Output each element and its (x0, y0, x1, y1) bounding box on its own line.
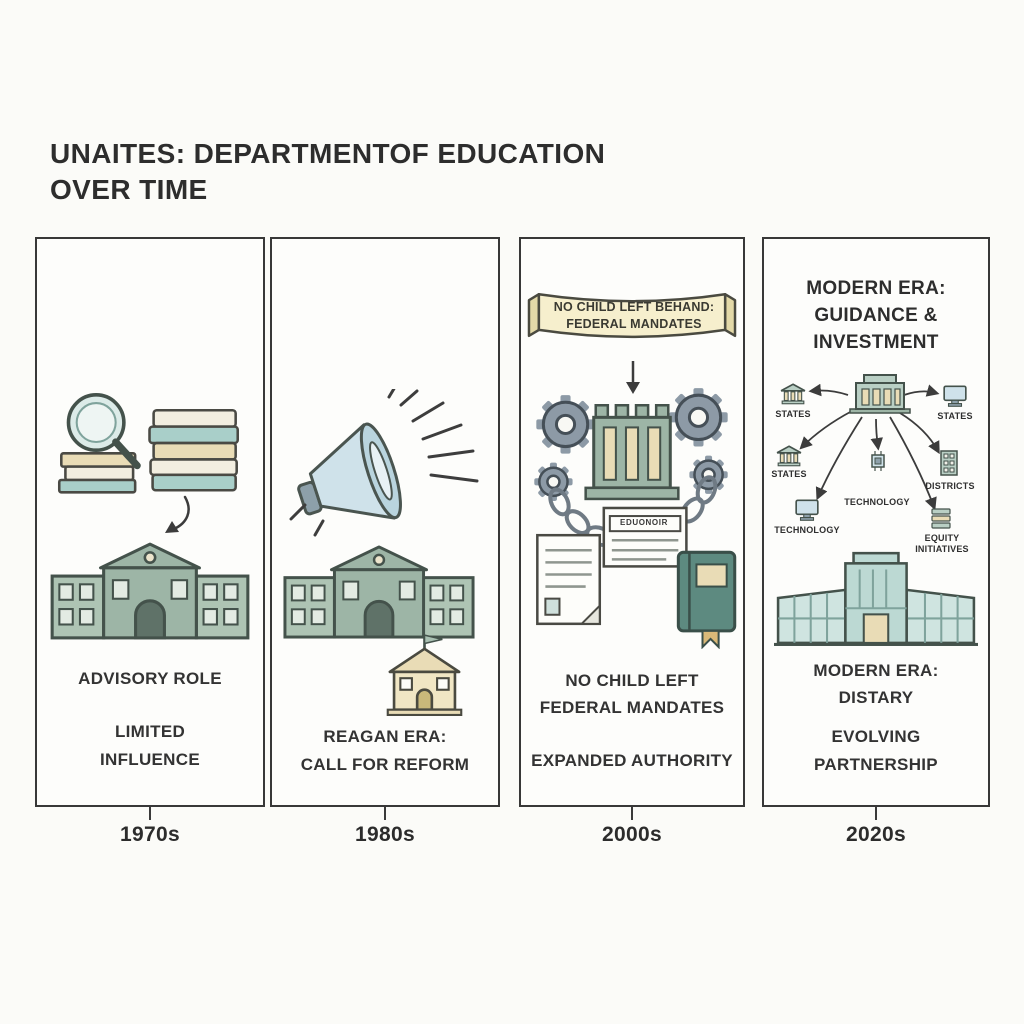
panel4-heading-line2: GUIDANCE & (814, 305, 938, 326)
panel1-caption-influence: LIMITED INFLUENCE (37, 718, 263, 774)
department-building-icon (849, 374, 911, 414)
document-label: EDUONOIR (620, 518, 668, 527)
bank-icon (780, 383, 806, 405)
page-title: UNAITES: DEPARTMENTOF EDUCATION OVER TIM… (50, 136, 605, 208)
node-label-states-3: STATES (771, 469, 807, 479)
node-label-technology-2: TECHNOLOGY (844, 497, 910, 507)
network-arrows-icon (799, 383, 940, 511)
panel4-caption-partnership: EVOLVING PARTNERSHIP (764, 723, 988, 779)
page-title-line1: UNAITES: DEPARTMENTOF EDUCATION (50, 138, 606, 169)
timeline-tick (631, 807, 633, 820)
down-arrow-icon (626, 361, 640, 394)
node-label-states-2: STATES (937, 411, 973, 421)
panel3-caption-nclb-line1: NO CHILD LEFT (565, 671, 699, 690)
banner-line1: NO CHILD LEFT BEHAND: (553, 300, 715, 314)
panel1-caption-influence-line2: INFLUENCE (100, 750, 200, 769)
monitor-icon (795, 499, 819, 521)
node-label-technology-1: TECHNOLOGY (774, 525, 840, 535)
panel4-caption-partnership-line2: PARTNERSHIP (814, 755, 938, 774)
district-building-icon (940, 450, 958, 476)
panel4-heading-line3: INVESTMENT (813, 332, 939, 353)
panel3-caption-authority: EXPANDED AUTHORITY (531, 751, 733, 770)
decade-label-1970s: 1970s (120, 823, 180, 846)
panel-1980s: REAGAN ERA: CALL FOR REFORM (270, 237, 500, 807)
modern-building-icon (774, 551, 978, 646)
magnifier-books-icon (57, 393, 239, 494)
timeline-tick (384, 807, 386, 820)
policy-book-icon (676, 550, 737, 649)
equity-layers-icon (931, 508, 951, 529)
panel2-caption: REAGAN ERA: CALL FOR REFORM (272, 723, 498, 779)
panel1-caption-role: ADVISORY ROLE (78, 669, 222, 688)
panel-2000s: NO CHILD LEFT BEHAND: FEDERAL MANDATES (519, 237, 745, 807)
chip-icon (871, 451, 885, 471)
academy-flag-icon (386, 634, 463, 716)
panel3-caption-nclb: NO CHILD LEFT FEDERAL MANDATES (521, 667, 743, 721)
page-title-line2: OVER TIME (50, 174, 208, 205)
panel3-caption-nclb-line2: FEDERAL MANDATES (539, 698, 725, 717)
bank-icon (776, 445, 802, 467)
node-label-districts: DISTRICTS (925, 481, 975, 491)
school-building-icon (50, 542, 250, 640)
gears-capitol-chain-documents-icon (534, 388, 737, 649)
decade-label-2000s: 2000s (602, 823, 662, 846)
panel4-caption-partnership-line1: EVOLVING (831, 727, 921, 746)
capitol-building-icon (584, 404, 680, 501)
panel2-caption-line2: CALL FOR REFORM (300, 755, 470, 774)
panel4-heading: MODERN ERA: GUIDANCE & INVESTMENT (764, 275, 988, 356)
banner-ribbon-icon (527, 293, 737, 339)
panel4-caption-era: MODERN ERA: DISTARY (764, 657, 988, 711)
node-label-states-1: STATES (775, 409, 811, 419)
panel4-caption-era-line2: DISTARY (838, 688, 914, 707)
network-diagram: STATES STATES STATES (764, 367, 988, 567)
curved-down-arrow-icon (165, 495, 190, 533)
decade-label-2020s: 2020s (846, 823, 906, 846)
school-building-icon (283, 545, 475, 639)
decade-label-1980s: 1980s (355, 823, 415, 846)
nclb-banner-text: NO CHILD LEFT BEHAND: FEDERAL MANDATES (531, 299, 737, 333)
panel-1970s: ADVISORY ROLE LIMITED INFLUENCE (35, 237, 265, 807)
panel2-caption-line1: REAGAN ERA: (323, 727, 447, 746)
timeline-tick (149, 807, 151, 820)
documents-icon (536, 506, 688, 626)
megaphone-icon (289, 389, 479, 537)
panel-2020s: MODERN ERA: GUIDANCE & INVESTMENT (762, 237, 990, 807)
node-label-equity-initiatives: EQUITY INITIATIVES (915, 533, 969, 554)
panel4-heading-line1: MODERN ERA: (806, 278, 946, 299)
banner-line2: FEDERAL MANDATES (566, 317, 702, 331)
computer-icon (943, 385, 967, 407)
gear-icon (534, 388, 728, 501)
panel4-caption-era-line1: MODERN ERA: (813, 661, 939, 680)
panel1-caption-influence-line1: LIMITED (114, 722, 186, 741)
timeline-tick (875, 807, 877, 820)
